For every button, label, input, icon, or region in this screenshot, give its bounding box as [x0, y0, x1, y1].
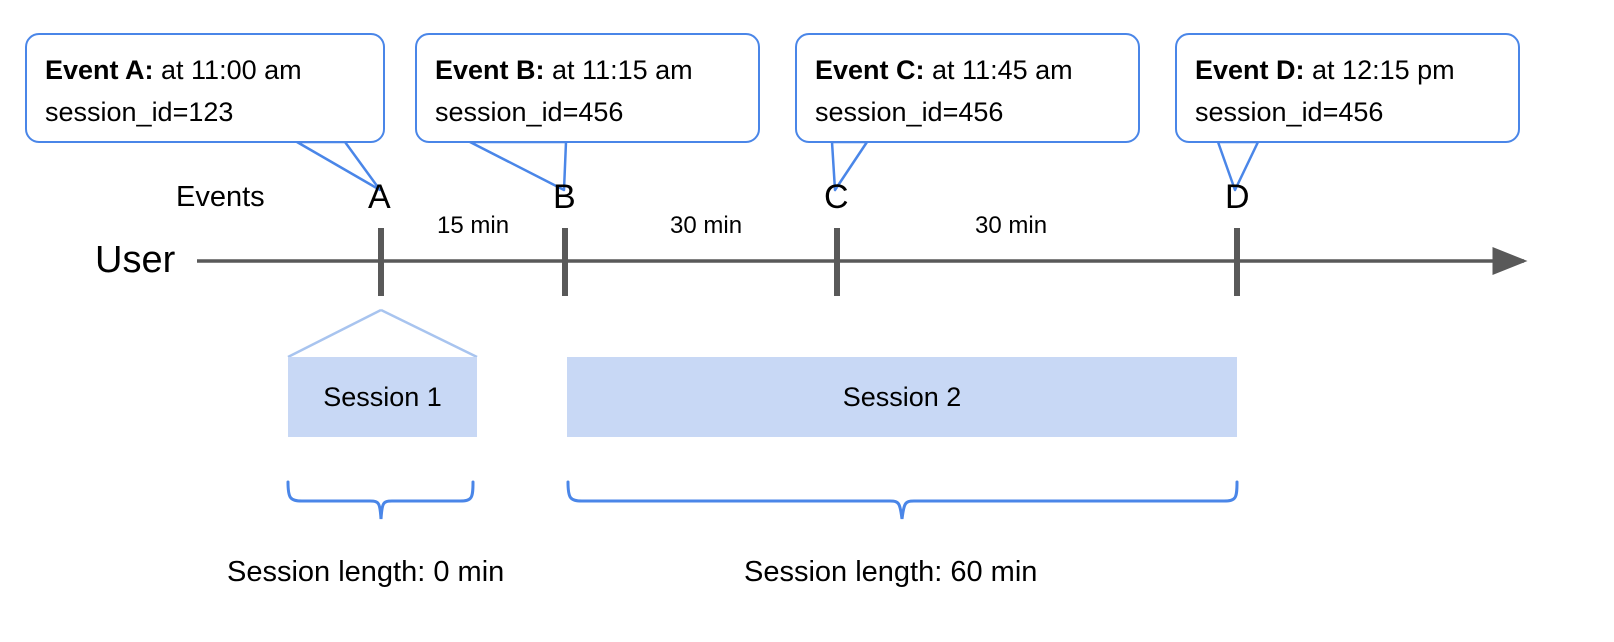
gap-label-b-c: 30 min [670, 212, 743, 239]
event-label-a: A [368, 178, 391, 216]
events-row-label: Events [176, 181, 265, 213]
gap-label-c-d: 30 min [975, 212, 1048, 239]
callout-b-lead: Event B: [435, 55, 545, 85]
callout-d-lead: Event D: [1195, 55, 1305, 85]
callout-event-b[interactable]: Event B: at 11:15 am session_id=456 [415, 33, 760, 143]
session-bar-2-label: Session 2 [842, 381, 962, 412]
callout-a-line2: session_id=123 [45, 97, 234, 127]
callout-event-d[interactable]: Event D: at 12:15 pm session_id=456 [1175, 33, 1520, 143]
callout-c-line2: session_id=456 [815, 97, 1004, 127]
session-2-length-label: Session length: 60 min [744, 556, 1038, 588]
callout-c-lead: Event C: [815, 55, 925, 85]
session-bar-2[interactable]: Session 2 [567, 357, 1237, 437]
callout-event-a[interactable]: Event A: at 11:00 am session_id=123 [25, 33, 385, 143]
session1-funnel-lines [287, 308, 478, 359]
session-1-length-label: Session length: 0 min [227, 556, 505, 588]
user-row-label: User [95, 239, 176, 281]
callout-d-line2: session_id=456 [1195, 97, 1384, 127]
event-label-c: C [824, 178, 849, 216]
callout-a-line1: Event A: at 11:00 am [45, 49, 365, 91]
callout-event-c[interactable]: Event C: at 11:45 am session_id=456 [795, 33, 1140, 143]
event-label-d: D [1225, 178, 1250, 216]
callout-c-rest: at 11:45 am [924, 55, 1073, 85]
session-bar-1-label: Session 1 [323, 381, 442, 412]
callout-b-line2: session_id=456 [435, 97, 624, 127]
gap-label-a-b: 15 min [437, 212, 510, 239]
callout-tail-b [468, 140, 568, 192]
callout-d-line1: Event D: at 12:15 pm [1195, 49, 1500, 91]
callout-c-line1: Event C: at 11:45 am [815, 49, 1120, 91]
callout-b-line1: Event B: at 11:15 am [435, 49, 740, 91]
callout-a-lead: Event A: [45, 55, 154, 85]
event-label-b: B [553, 178, 576, 216]
callout-d-rest: at 12:15 pm [1304, 55, 1455, 85]
session-bar-1[interactable]: Session 1 [288, 357, 477, 437]
session2-brace [566, 480, 1239, 520]
session1-brace [286, 480, 475, 520]
callout-b-rest: at 11:15 am [544, 55, 693, 85]
callout-a-rest: at 11:00 am [153, 55, 302, 85]
